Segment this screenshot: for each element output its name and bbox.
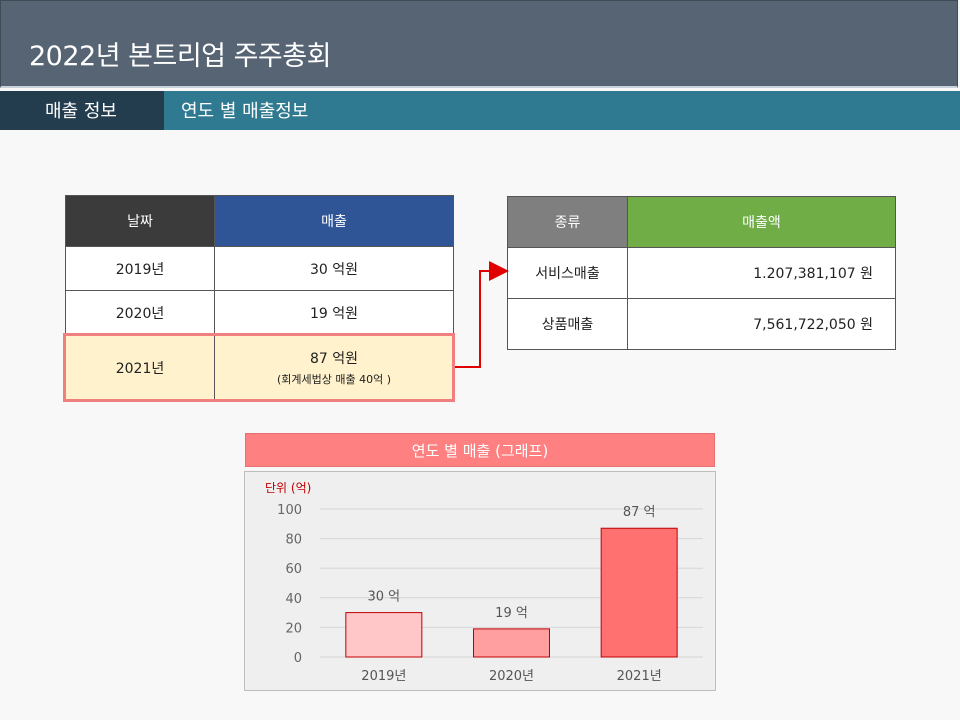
header-type: 종류 [507,196,628,248]
data-label: 19 억 [495,606,528,621]
unit-label: 단위 (억) [265,481,311,495]
section-bar: 매출 정보 연도 별 매출정보 [0,91,960,130]
section-label: 매출 정보 [45,101,117,122]
bar [473,628,550,658]
y-tick-label: 40 [285,592,302,607]
bar-chart: 단위 (억) 0 20 40 60 80 100 30 억 2019년 19 억 2020년 87 억… [244,471,716,691]
y-tick-label: 20 [285,621,302,636]
chart-title-bar: 연도 별 매출 (그래프) [245,433,715,467]
row-year: 2020년 [65,290,215,335]
table-row: 서비스매출 1.207,381,107 원 [507,247,896,299]
x-tick-label: 2019년 [361,669,406,684]
row-revenue: 19 억원 [214,290,454,335]
y-tick-label: 100 [277,503,302,518]
breakdown-table-header: 종류 매출액 [507,196,896,248]
revenue-table: 날짜 매출 2019년 30 억원 2020년 19 억원 2021년 87 억… [65,195,454,401]
row-type: 서비스매출 [507,247,628,299]
row-revenue-cell: 87 억원 (회계세법상 매출 40억 ) [214,334,454,401]
breakdown-table: 종류 매출액 서비스매출 1.207,381,107 원 상품매출 7,561,… [507,196,896,350]
header-revenue: 매출 [214,195,454,247]
table-row: 상품매출 7,561,722,050 원 [507,298,896,350]
page-title: 2022년 본트리업 주주총회 [29,41,331,72]
row-amount: 7,561,722,050 원 [627,298,896,350]
y-tick-label: 0 [294,651,302,666]
table-row: 2019년 30 억원 [65,246,454,291]
chart-title: 연도 별 매출 (그래프) [411,442,549,460]
y-tick-label: 60 [285,562,302,577]
x-tick-label: 2020년 [489,669,534,684]
header-date: 날짜 [65,195,215,247]
chart-svg: 단위 (억) 0 20 40 60 80 100 30 억 2019년 19 억 2020년 87 억… [265,481,703,684]
section-label-box: 매출 정보 [0,91,164,130]
subsection-label: 연도 별 매출정보 [181,101,309,122]
revenue-table-header: 날짜 매출 [65,195,454,247]
header-amount: 매출액 [627,196,896,248]
bar [345,612,423,658]
row-amount: 1.207,381,107 원 [627,247,896,299]
data-label: 87 억 [623,505,656,520]
data-label: 30 억 [368,590,401,605]
title-bar: 2022년 본트리업 주주총회 [0,0,958,88]
row-revenue: 30 억원 [214,246,454,291]
row-revenue: 87 억원 [309,351,359,367]
row-note: (회계세법상 매출 40억 ) [276,373,392,386]
row-type: 상품매출 [507,298,628,350]
row-year: 2019년 [65,246,215,291]
table-row: 2020년 19 억원 [65,290,454,335]
bar [600,527,678,658]
y-tick-label: 80 [285,533,302,548]
table-row-highlighted: 2021년 87 억원 (회계세법상 매출 40억 ) [65,334,454,401]
row-year: 2021년 [65,334,215,401]
x-tick-label: 2021년 [617,669,662,684]
